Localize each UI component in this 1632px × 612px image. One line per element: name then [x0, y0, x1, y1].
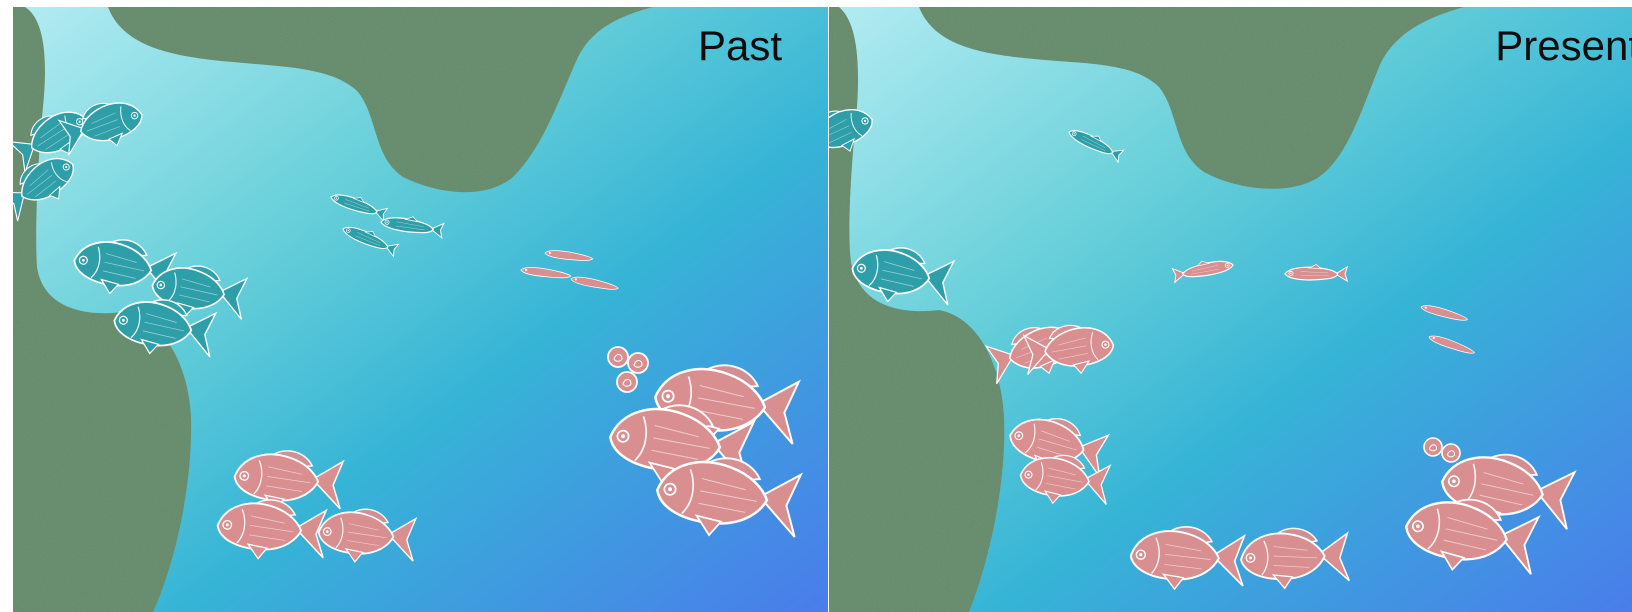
pink-egg	[608, 347, 628, 367]
scene-present	[829, 7, 1632, 612]
fish-group	[1424, 438, 1442, 456]
pink-egg	[617, 372, 637, 392]
pink-egg	[1442, 444, 1460, 462]
fish-group	[608, 347, 628, 367]
pink-egg	[1424, 438, 1442, 456]
pink-egg	[628, 353, 648, 373]
scene-past	[13, 7, 828, 612]
panel-present: Present	[829, 7, 1632, 612]
fish-group	[628, 353, 648, 373]
panel-past: Past	[13, 7, 828, 612]
fish-group	[1442, 444, 1460, 462]
panel-title-present: Present	[1495, 25, 1632, 67]
panel-title-past: Past	[698, 25, 782, 67]
fish-group	[617, 372, 637, 392]
